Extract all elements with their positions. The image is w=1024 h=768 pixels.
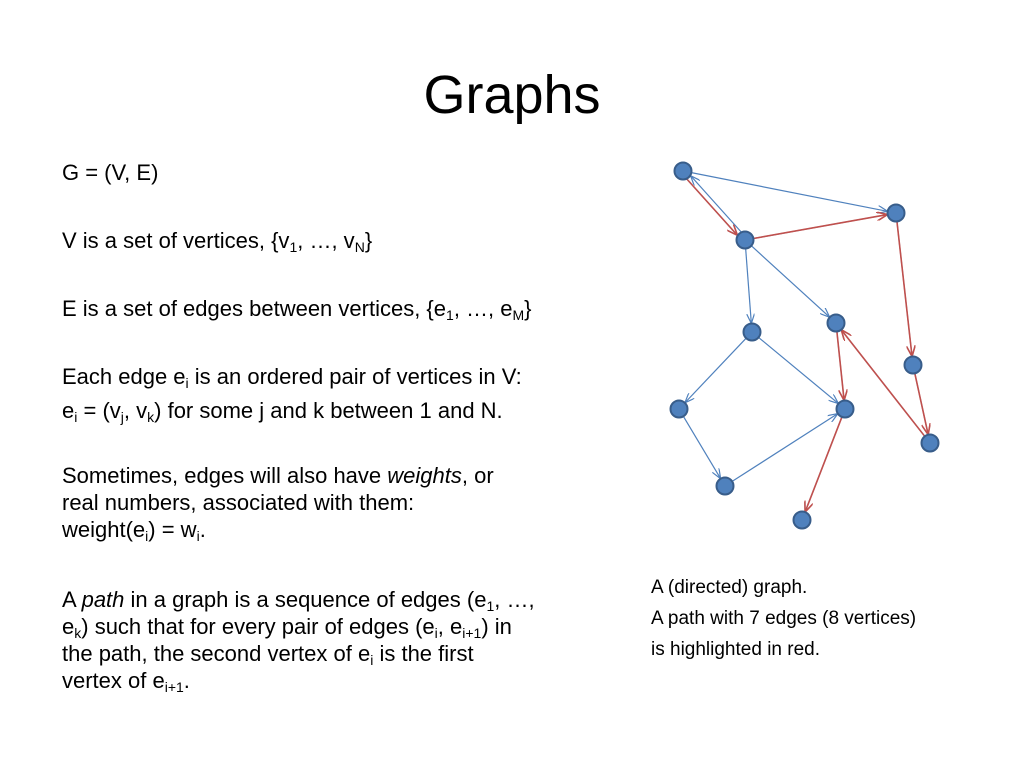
- caption-line-3: is highlighted in red.: [651, 639, 820, 660]
- vertex-n5: [826, 313, 846, 333]
- edge-definition-line2: ei = (vj, vk) for some j and k between 1…: [62, 398, 503, 425]
- edge-n4-n7: [686, 337, 747, 402]
- edge-n4-n8: [758, 336, 838, 403]
- weights-paragraph: Sometimes, edges will also have weights,…: [62, 463, 494, 544]
- path-paragraph: A path in a graph is a sequence of edges…: [62, 587, 535, 695]
- vertex-n4: [742, 322, 762, 342]
- diagram-caption: A (directed) graph. A path with 7 edges …: [651, 572, 991, 665]
- edge-definition-line1: Each edge ei is an ordered pair of verti…: [62, 364, 522, 391]
- path-edge-n8-n11: [805, 416, 843, 511]
- path-edge-n5-n8: [836, 331, 844, 399]
- vertex-n2: [886, 203, 906, 223]
- edges-definition: E is a set of edges between vertices, {e…: [62, 296, 532, 323]
- vertex-n3: [735, 230, 755, 250]
- caption-line-2: A path with 7 edges (8 vertices): [651, 608, 917, 629]
- edge-n3-n5: [750, 245, 829, 317]
- vertex-n11: [792, 510, 812, 530]
- edge-n1-n2: [691, 172, 886, 212]
- vertex-n7: [669, 399, 689, 419]
- vertex-n8: [835, 399, 855, 419]
- vertices-definition: V is a set of vertices, {v1, …, vN}: [62, 228, 373, 255]
- edge-n3-n1: [691, 176, 742, 233]
- edge-n7-n9: [682, 415, 720, 478]
- vertex-n6: [903, 355, 923, 375]
- edge-n9-n8: [731, 414, 837, 482]
- path-edge-n2-n6: [896, 221, 912, 355]
- path-edge-n3-n2: [753, 215, 886, 240]
- vertex-n1: [673, 161, 693, 181]
- slide-title: Graphs: [423, 65, 601, 125]
- graph-definition: G = (V, E): [62, 160, 159, 185]
- edge-n3-n4: [745, 248, 752, 322]
- caption-line-1: A (directed) graph.: [651, 577, 808, 598]
- edges-layer: [682, 172, 928, 511]
- vertex-n9: [715, 476, 735, 496]
- path-edge-n6-n10: [914, 373, 928, 433]
- directed-graph-diagram: [669, 161, 940, 530]
- nodes-layer: [669, 161, 940, 530]
- highlighted-path-layer: [686, 178, 928, 511]
- path-edge-n1-n3: [686, 178, 737, 235]
- vertex-n10: [920, 433, 940, 453]
- path-edge-n10-n5: [842, 330, 926, 437]
